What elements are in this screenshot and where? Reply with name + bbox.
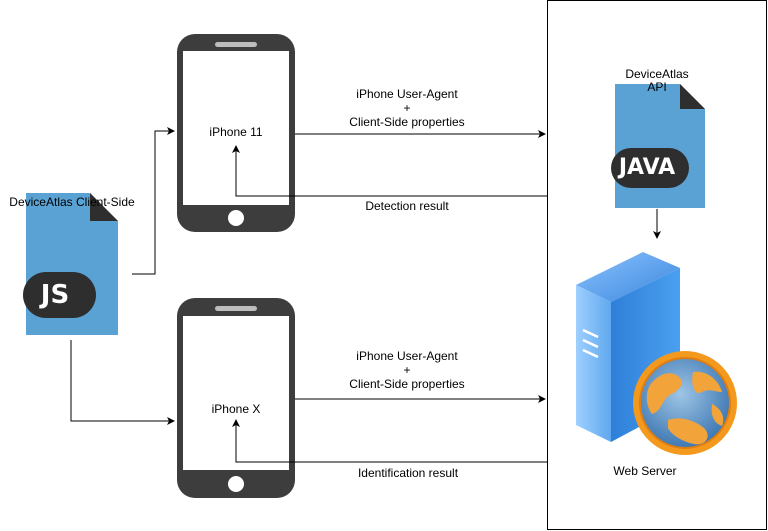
arrow-response-bottom [232,419,547,463]
phone-iphonex-icon [177,298,295,498]
request-bottom-line1: iPhone User-Agent [356,349,458,363]
java-badge-text: JAVA [618,155,676,180]
js-file-icon [23,193,118,335]
connector-js-to-iphonex [70,340,175,425]
iphonex-label: iPhone X [211,402,261,416]
response-top-label: Detection result [365,199,449,213]
java-file-icon [611,84,705,208]
iphone11-label: iPhone 11 [209,125,263,139]
response-bottom-label: Identification result [357,466,459,480]
client-side-title: DeviceAtlas Client-Side [9,195,135,209]
js-badge-text: JS [40,280,70,310]
arrow-response-top [232,145,547,197]
connector-js-to-iphone11 [132,127,175,275]
request-bottom-line2: Client-Side properties [349,377,465,391]
api-title-line2: API [647,80,667,94]
api-title-line1: DeviceAtlas [625,67,689,81]
globe-icon [633,351,737,455]
request-top-line1: iPhone User-Agent [356,87,458,101]
request-bottom-plus: + [403,363,411,377]
request-top-plus: + [403,101,411,115]
request-top-line2: Client-Side properties [349,115,465,129]
web-server-label: Web Server [613,464,677,478]
